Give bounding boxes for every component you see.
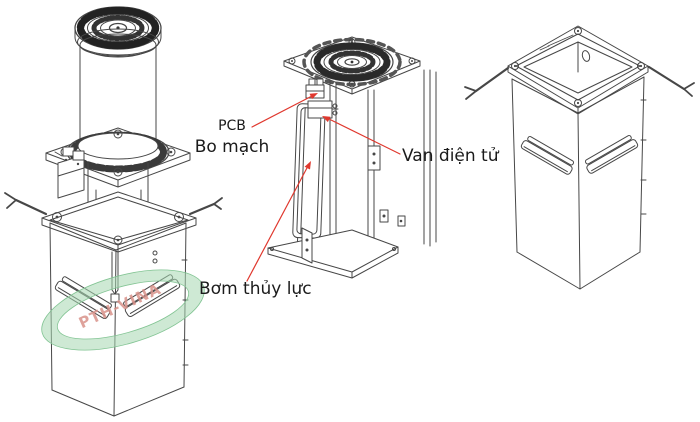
valve-block: [307, 100, 339, 119]
finned-disc: [310, 42, 394, 82]
anchor-rod-left: [464, 66, 510, 100]
label-pcb-group: PCB Bo mạch: [192, 117, 272, 158]
label-solenoid-valve: Van điện tử: [402, 146, 499, 166]
watermark: PTH-VINA: [41, 269, 205, 351]
arrowhead-pcb: [309, 93, 318, 100]
arrowhead-valve: [322, 116, 331, 123]
leader-valve: [322, 116, 401, 155]
anchor-rod-right: [647, 65, 695, 97]
label-pcb: PCB: [218, 118, 246, 134]
base-plate: [267, 227, 399, 279]
under-flange-mechanism: [54, 146, 149, 218]
casing-top-frame: [507, 25, 649, 115]
guide-rails: [329, 69, 437, 259]
figure-internal-mechanism: [267, 36, 437, 279]
watermark-ellipse: [41, 269, 205, 351]
arrowhead-pump: [304, 161, 311, 170]
casing-box: [511, 76, 647, 290]
leader-pcb: [251, 93, 318, 128]
pit-frame: [41, 191, 197, 253]
label-hydraulic-pump: Bơm thủy lực: [199, 279, 312, 299]
side-channel-left: [520, 136, 575, 175]
figure-bollard-raised: [4, 6, 223, 417]
figure-underground-casing: [464, 25, 695, 290]
label-pcb-vietnamese: Bo mạch: [194, 137, 270, 157]
bollard-cap: [74, 6, 162, 58]
leader-lines: [246, 93, 401, 282]
leader-pump: [246, 161, 311, 282]
anchor-rod-right: [188, 197, 223, 216]
side-channel-right: [584, 135, 639, 174]
anchor-rod-left: [4, 192, 48, 216]
